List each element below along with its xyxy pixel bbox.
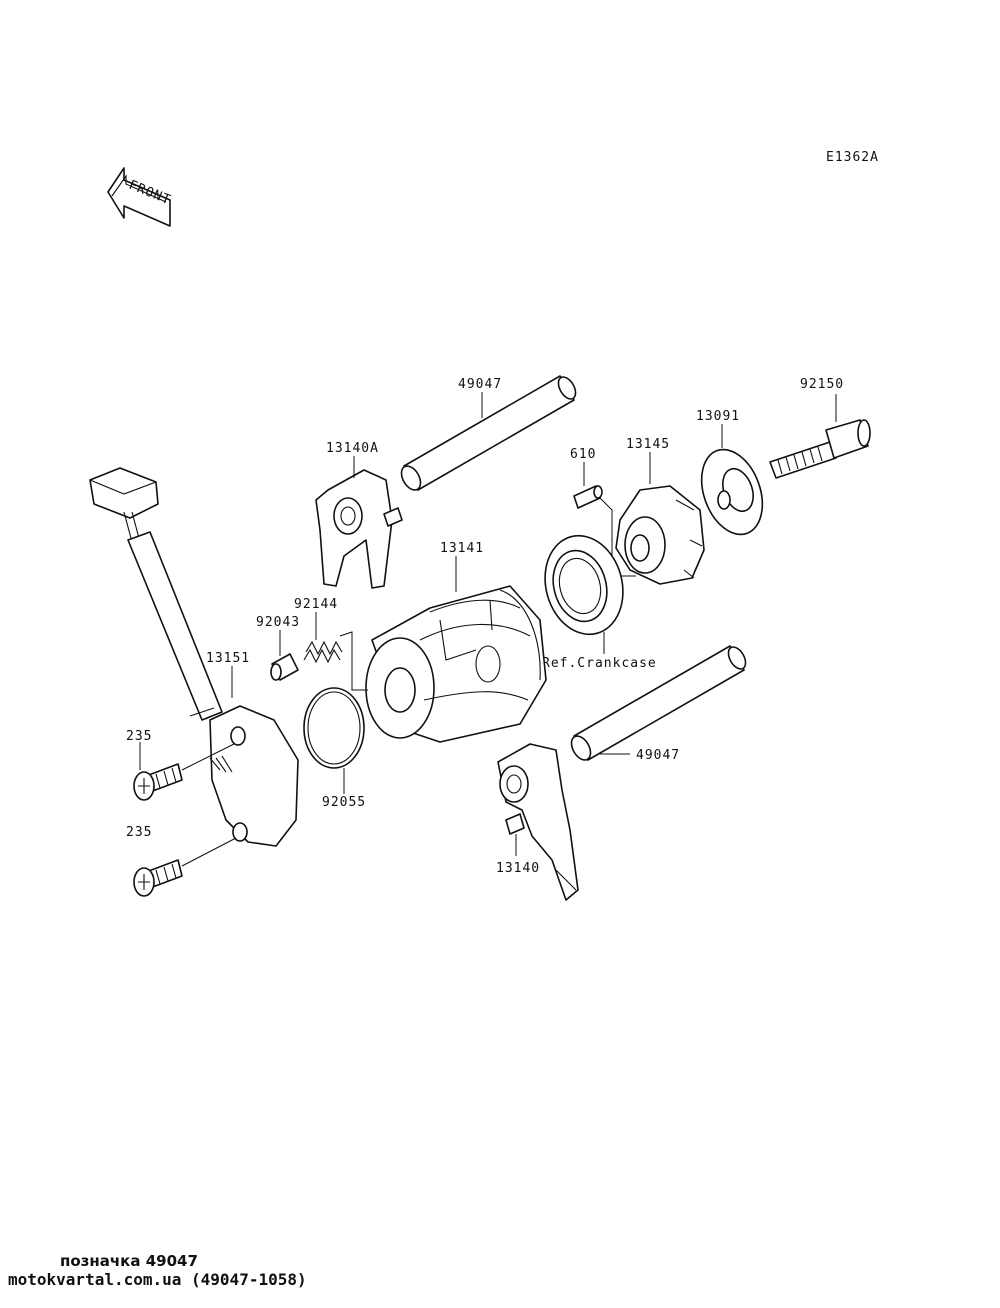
cam-13145 [615,485,705,585]
label-92043: 92043 [256,615,300,630]
label-610: 610 [570,447,596,462]
label-92055: 92055 [322,795,366,810]
shaft-49047-lower [570,645,747,761]
spring-92144 [303,640,343,664]
label-13091: 13091 [696,409,740,424]
shift-shaft-13151 [89,467,299,847]
label-ref-crankcase: Ref.Crankcase [542,656,657,671]
label-235-bottom: 235 [126,825,152,840]
label-92144: 92144 [294,597,338,612]
label-13140: 13140 [496,861,540,876]
shaft-49047-upper [400,375,577,491]
fork-13140 [497,743,579,901]
oring-92055 [303,687,365,769]
label-49047-bottom: 49047 [636,748,680,763]
bolt-92150 [769,419,871,479]
pin-92043 [270,653,299,681]
label-13140A: 13140A [326,441,379,456]
label-92150: 92150 [800,377,844,392]
bolt-235-lower [133,859,183,897]
footer-site-reference: motokvartal.com.ua (49047-1058) [8,1270,307,1289]
plate-13091 [700,448,764,536]
diagram-code: E1362A [826,150,879,165]
label-13145: 13145 [626,437,670,452]
label-49047-top: 49047 [458,377,502,392]
label-13141: 13141 [440,541,484,556]
label-235-top: 235 [126,729,152,744]
footer-part-number: позначка 49047 [60,1252,198,1270]
label-13151: 13151 [206,651,250,666]
drum-13141 [365,585,547,743]
fork-13140A [315,469,403,589]
front-arrow-icon: FRONT [107,167,173,227]
bearing [544,534,624,636]
pin-610 [573,485,603,509]
bolt-235-upper [133,763,183,801]
